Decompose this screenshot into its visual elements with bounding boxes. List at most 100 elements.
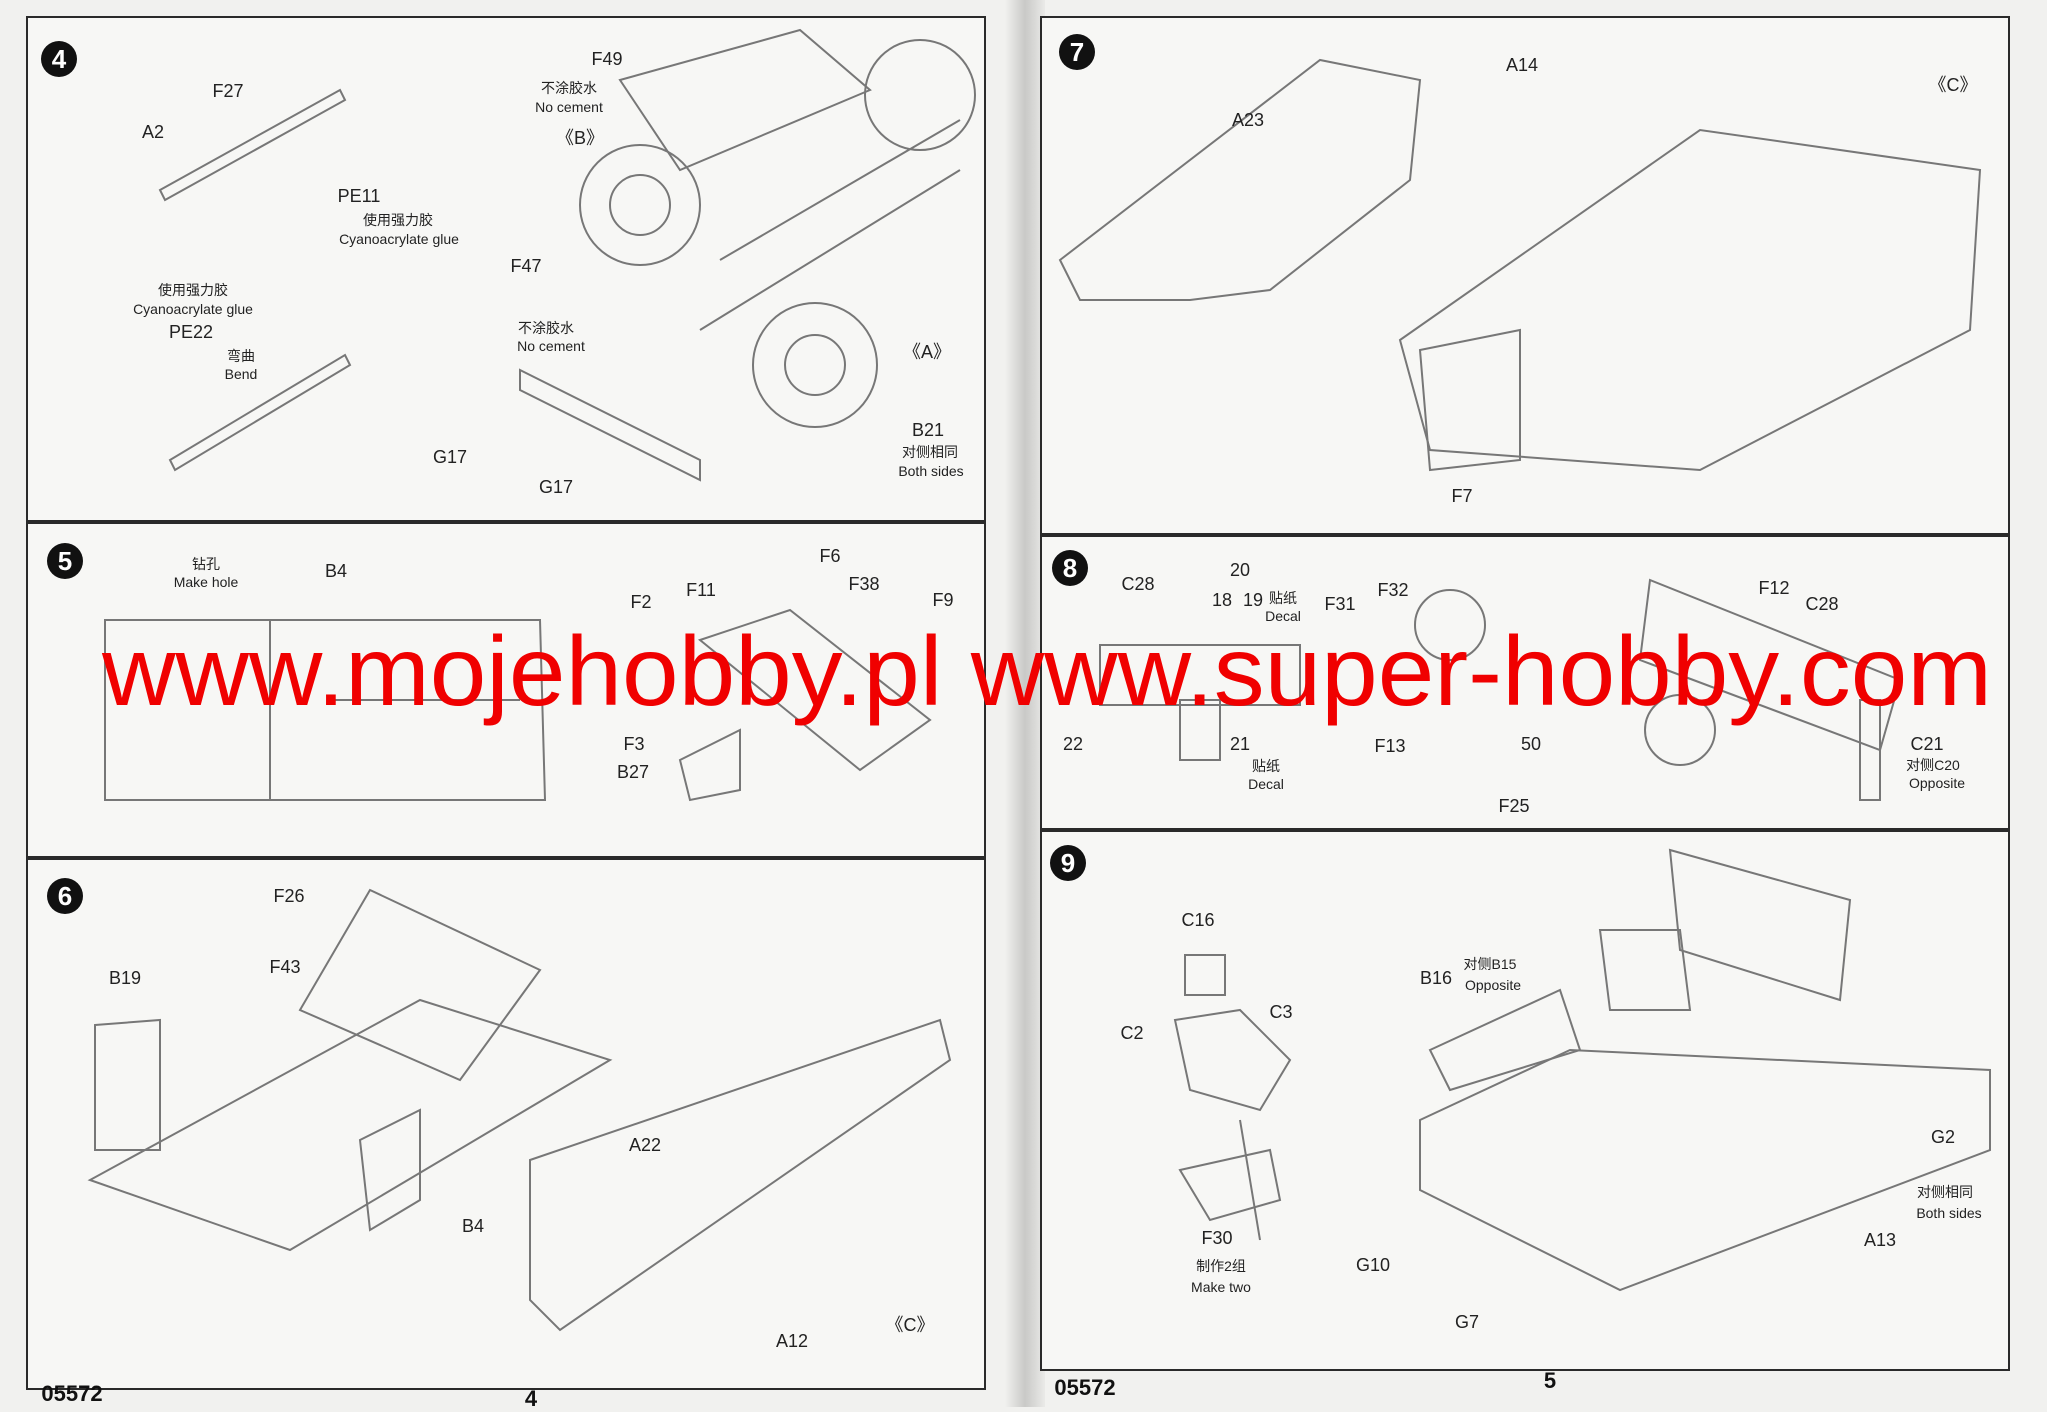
part-label: 对侧相同 <box>902 444 958 460</box>
part-label: G2 <box>1930 1127 1956 1147</box>
part-label: A23 <box>1231 110 1265 130</box>
step-5-drawing <box>104 608 932 802</box>
step-number-badge: 5 <box>47 543 83 579</box>
part-label: B16 <box>1419 968 1453 988</box>
part-label: 对侧相同 <box>1917 1184 1973 1200</box>
part-label: Decal <box>1248 776 1284 792</box>
part-label: Bend <box>224 366 258 382</box>
part-label: 对侧B15 <box>1463 956 1517 972</box>
part-label: G17 <box>432 447 468 467</box>
part-label: Make hole <box>173 574 239 590</box>
part-label: F32 <box>1377 580 1409 600</box>
part-label: 19 <box>1242 590 1264 610</box>
part-label: F9 <box>932 590 954 610</box>
step-number-badge: 6 <box>47 878 83 914</box>
step-8-drawing <box>1099 578 1902 801</box>
part-label: C2 <box>1120 1023 1144 1043</box>
part-label: 不涂胶水 <box>518 320 574 336</box>
step-number-badge: 8 <box>1052 550 1088 586</box>
part-label: 50 <box>1520 734 1542 754</box>
part-label: B4 <box>324 561 348 581</box>
part-label: Cyanoacrylate glue <box>133 301 253 317</box>
part-label: G7 <box>1454 1312 1480 1332</box>
part-label: F11 <box>686 580 716 600</box>
part-label: 不涂胶水 <box>541 80 597 96</box>
part-label: No cement <box>517 338 585 354</box>
part-label: 钻孔 <box>192 556 220 572</box>
left-page-number: 4 <box>524 1386 538 1411</box>
step-number-badge: 9 <box>1050 845 1086 881</box>
step-4-panel <box>26 16 986 522</box>
part-label: 对侧C20 <box>1906 757 1960 773</box>
step-7-drawing <box>1058 58 1982 472</box>
part-label: F49 <box>591 49 623 69</box>
part-label: 贴纸 <box>1269 590 1297 606</box>
part-label: B27 <box>616 762 650 782</box>
part-label: Make two <box>1191 1279 1251 1295</box>
part-label: F43 <box>269 957 301 977</box>
part-label: Both sides <box>1916 1205 1982 1221</box>
step-6-drawing <box>87 888 952 1332</box>
part-label: G10 <box>1355 1255 1391 1275</box>
part-label: A13 <box>1863 1230 1897 1250</box>
step-9-drawing <box>1173 848 1991 1292</box>
part-label: G17 <box>538 477 574 497</box>
part-label: F2 <box>630 592 652 612</box>
part-label: C28 <box>1121 574 1155 594</box>
part-label: C3 <box>1269 1002 1293 1022</box>
part-label: Opposite <box>1464 977 1522 993</box>
part-label: 使用强力胶 <box>363 212 433 228</box>
part-label: 弯曲 <box>227 348 255 364</box>
part-label: A12 <box>775 1331 809 1351</box>
part-label: 《C》 <box>885 1315 935 1335</box>
part-label: F31 <box>1324 594 1356 614</box>
part-label: PE22 <box>168 322 214 342</box>
step-6-panel <box>26 858 986 1390</box>
part-label: 21 <box>1229 734 1251 754</box>
part-label: C28 <box>1805 594 1839 614</box>
part-label: Cyanoacrylate glue <box>339 231 459 247</box>
part-label: 《C》 <box>1928 75 1978 95</box>
part-label: PE11 <box>337 186 381 206</box>
part-label: F30 <box>1201 1228 1233 1248</box>
step-8-panel <box>1040 535 2010 830</box>
part-label: F6 <box>819 546 841 566</box>
left-page-code: 05572 <box>41 1381 103 1406</box>
step-number-badge: 7 <box>1059 34 1095 70</box>
part-label: B21 <box>911 420 945 440</box>
part-label: No cement <box>535 99 603 115</box>
part-label: C16 <box>1181 910 1215 930</box>
part-label: A2 <box>141 122 165 142</box>
right-page-code: 05572 <box>1054 1375 1116 1400</box>
step-number-badge: 4 <box>41 41 77 77</box>
part-label: B19 <box>108 968 142 988</box>
page-fold <box>1005 0 1045 1407</box>
part-label: F13 <box>1374 736 1406 756</box>
part-label: F25 <box>1498 796 1530 816</box>
part-label: F26 <box>273 886 305 906</box>
part-label: 18 <box>1211 590 1233 610</box>
part-label: F27 <box>212 81 244 101</box>
part-label: A14 <box>1505 55 1539 75</box>
part-label: 使用强力胶 <box>158 282 228 298</box>
part-label: F12 <box>1758 578 1790 598</box>
part-label: Both sides <box>898 463 964 479</box>
part-label: 《A》 <box>902 342 952 362</box>
part-label: F7 <box>1451 486 1473 506</box>
step-7-panel <box>1040 16 2010 535</box>
part-label: A22 <box>628 1135 662 1155</box>
part-label: F47 <box>510 256 542 276</box>
part-label: Decal <box>1265 608 1301 624</box>
part-label: B4 <box>461 1216 485 1236</box>
part-label: 22 <box>1062 734 1084 754</box>
part-label: 制作2组 <box>1196 1258 1246 1274</box>
part-label: Opposite <box>1908 775 1966 791</box>
step-4-drawing <box>158 28 976 482</box>
part-label: F3 <box>623 734 645 754</box>
part-label: 20 <box>1229 560 1251 580</box>
part-label: F38 <box>848 574 880 594</box>
part-label: 贴纸 <box>1252 758 1280 774</box>
part-label: 《B》 <box>555 128 605 148</box>
part-label: C21 <box>1910 734 1944 754</box>
